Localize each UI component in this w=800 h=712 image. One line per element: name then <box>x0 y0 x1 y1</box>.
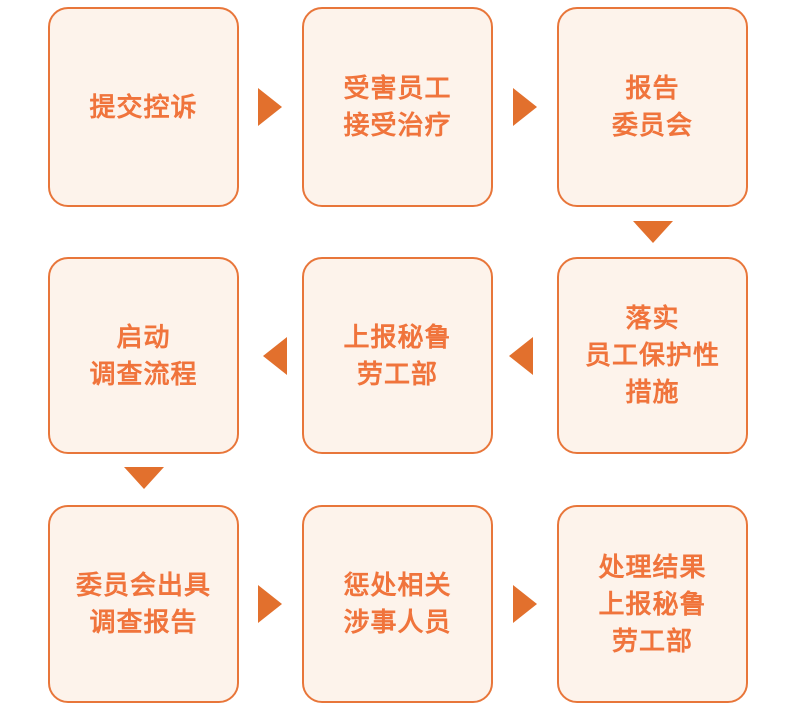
flow-node-label: 受害员工 接受治疗 <box>343 73 452 140</box>
flow-node-investigation-report: 委员会出具 调查报告 <box>48 505 239 703</box>
flow-node-report-results: 处理结果 上报秘鲁 劳工部 <box>557 505 748 703</box>
flow-node-report-committee: 报告 委员会 <box>557 7 748 207</box>
arrow-right-icon <box>258 88 282 126</box>
flow-node-submit-complaint: 提交控诉 <box>48 7 239 207</box>
flow-node-label: 启动 调查流程 <box>89 321 198 389</box>
arrow-left-icon <box>509 337 533 375</box>
arrow-right-icon <box>513 585 537 623</box>
flow-node-employee-treatment: 受害员工 接受治疗 <box>302 7 493 207</box>
flow-node-label: 惩处相关 涉事人员 <box>343 570 452 637</box>
flow-node-label: 提交控诉 <box>89 91 198 122</box>
flow-node-label: 上报秘鲁 劳工部 <box>343 321 452 389</box>
flow-node-label: 处理结果 上报秘鲁 劳工部 <box>598 551 707 656</box>
arrow-right-icon <box>513 88 537 126</box>
flow-node-label: 报告 委员会 <box>611 73 693 140</box>
arrow-left-icon <box>263 337 287 375</box>
flow-node-protective-measures: 落实 员工保护性 措施 <box>557 257 748 454</box>
arrow-right-icon <box>258 585 282 623</box>
flow-node-report-labor-ministry: 上报秘鲁 劳工部 <box>302 257 493 454</box>
arrow-down-icon <box>124 467 164 489</box>
arrow-down-icon <box>633 221 673 243</box>
flow-node-label: 委员会出具 调查报告 <box>75 570 211 637</box>
flow-node-start-investigation: 启动 调查流程 <box>48 257 239 454</box>
flow-node-punish-involved: 惩处相关 涉事人员 <box>302 505 493 703</box>
flow-node-label: 落实 员工保护性 措施 <box>584 303 720 407</box>
